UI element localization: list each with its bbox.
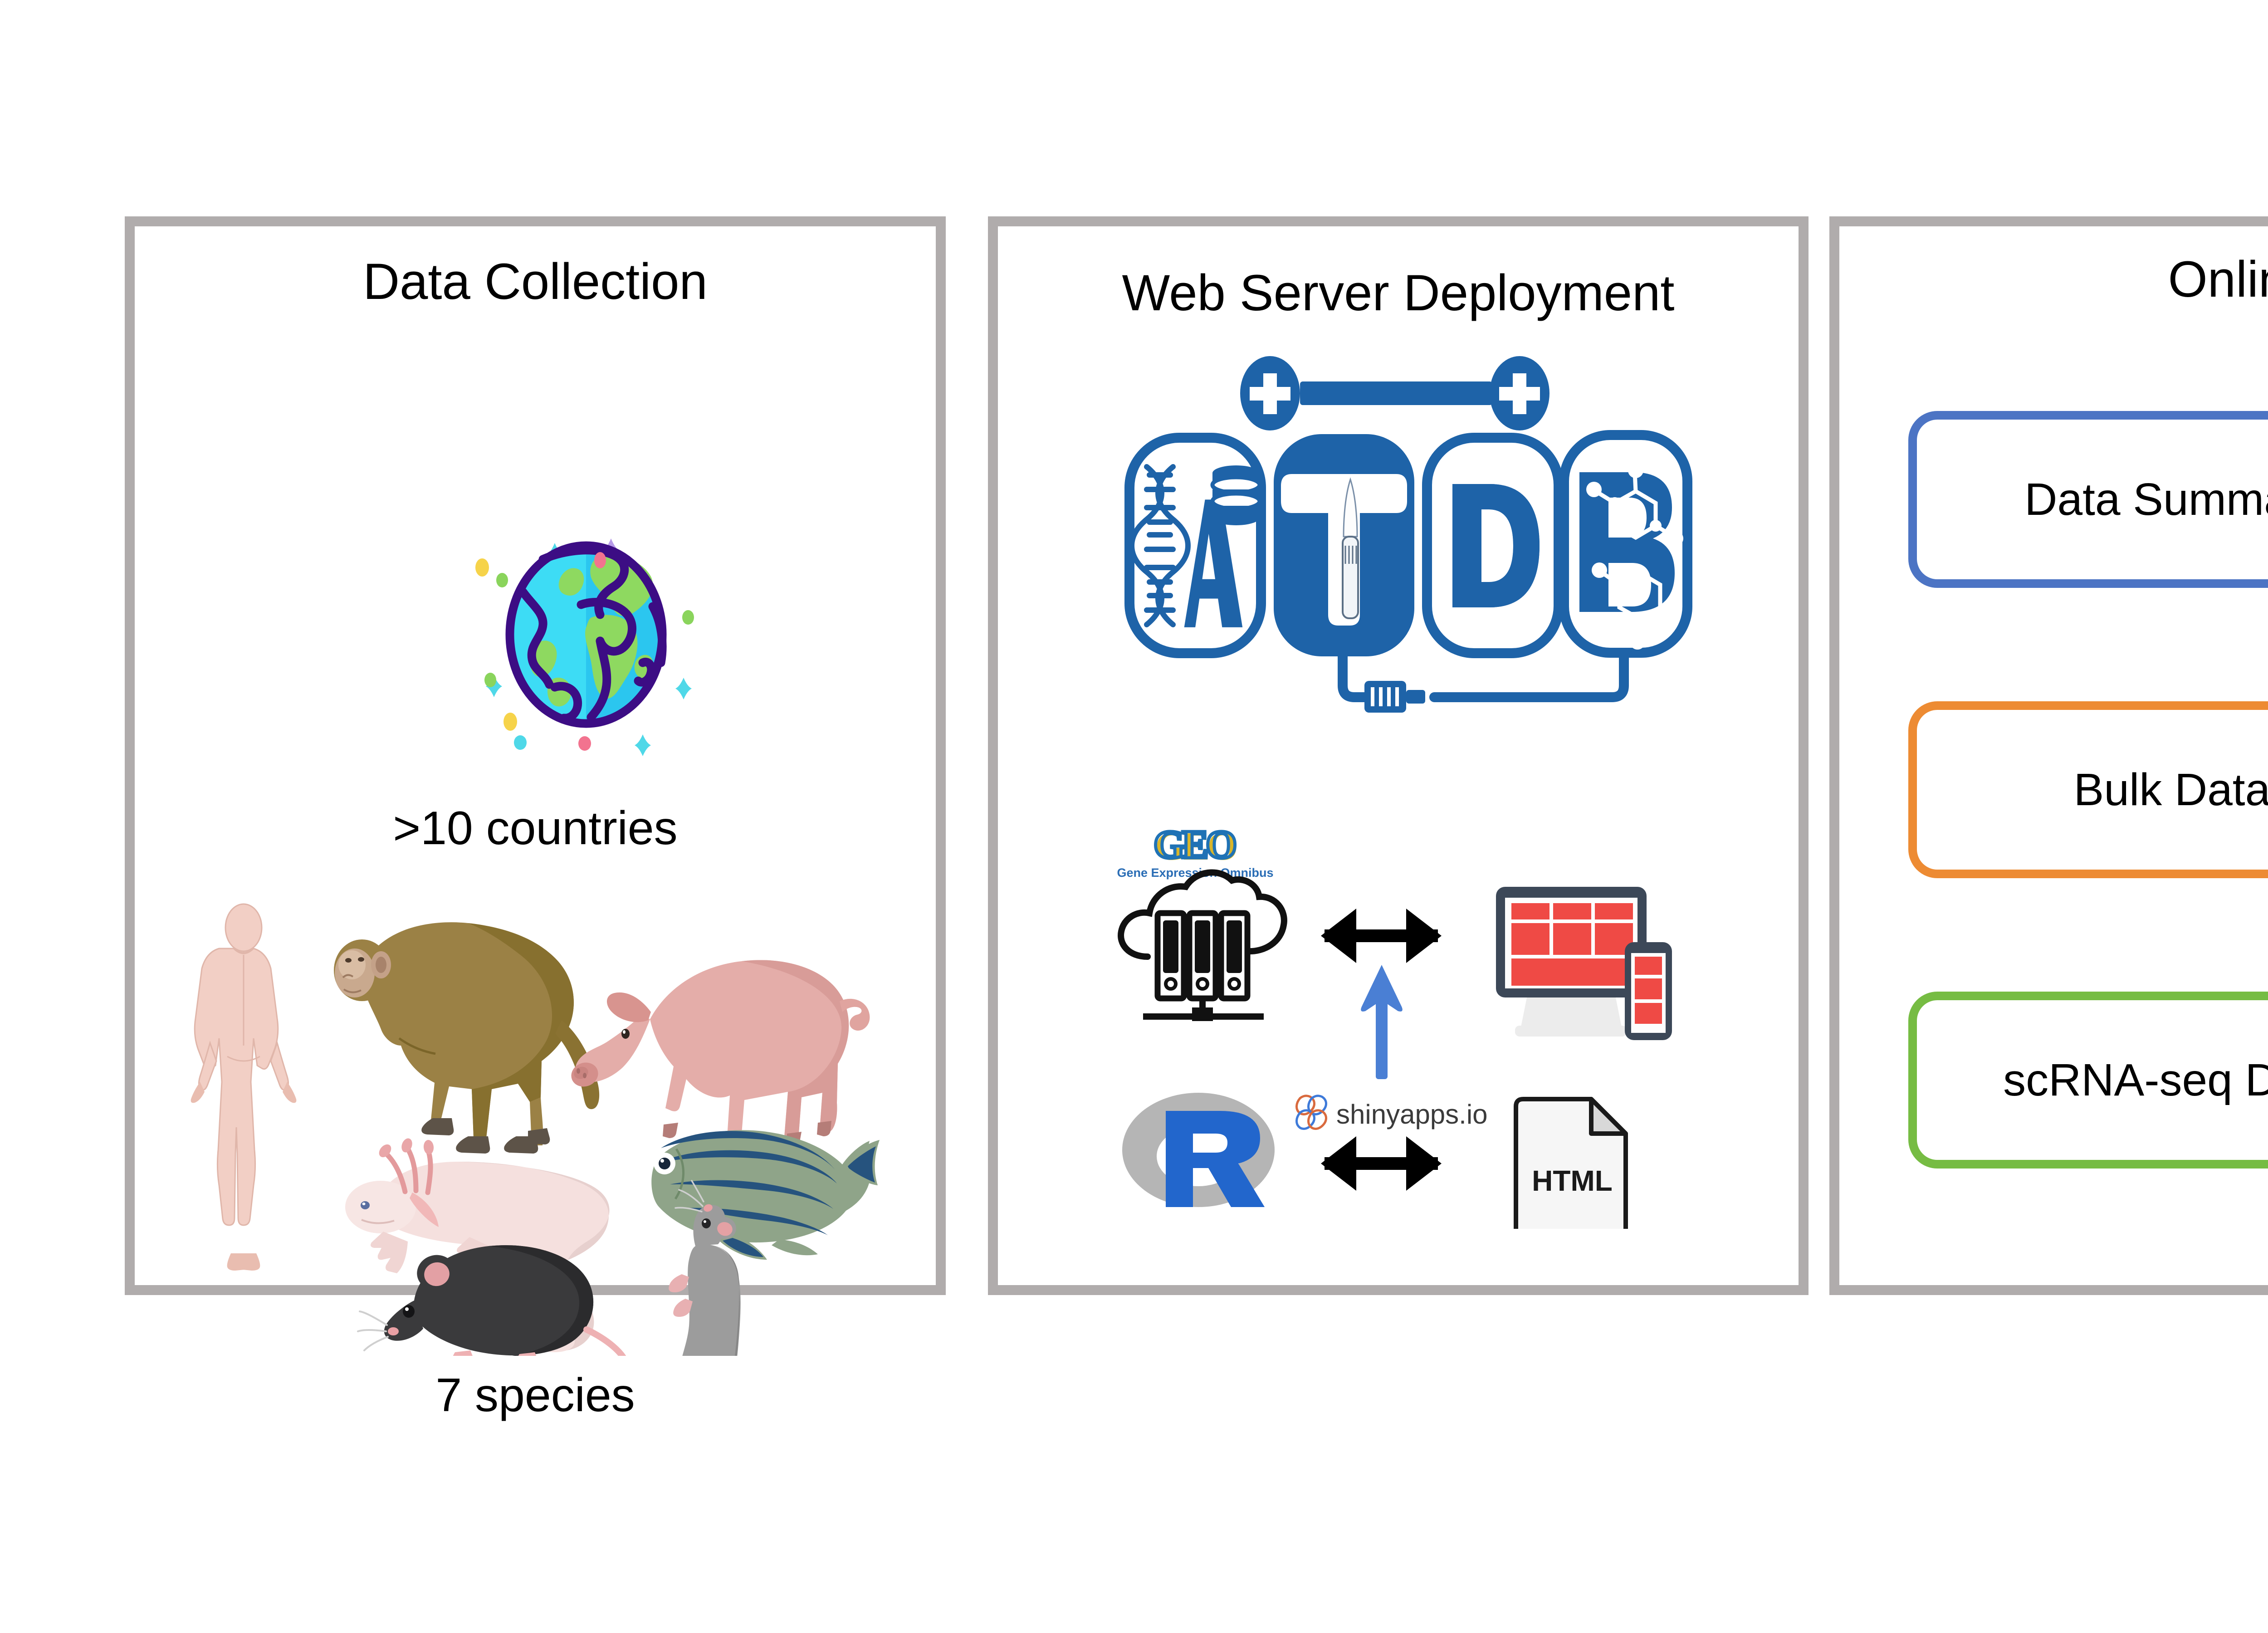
atdb-letter-d-fill	[1452, 484, 1540, 607]
panel-title-data-collection: Data Collection	[363, 253, 708, 310]
plus-badge-right	[1490, 356, 1549, 430]
shiny-upward-arrow	[1361, 965, 1403, 1079]
panel-web-server-deployment: Web Server Deployment .bl{fill:#1e63a8;}…	[988, 216, 1809, 1295]
atdb-letter-b	[1559, 430, 1692, 658]
access-option-scrna-analysis[interactable]: scRNA-seq Data analyse online	[1908, 992, 2268, 1169]
plus-badge-left	[1240, 356, 1300, 430]
html-file-icon: HTML	[1514, 1097, 1628, 1247]
access-option-data-summary[interactable]: Data Summary and download	[1908, 411, 2268, 588]
shinyapps-logo: shinyapps.io	[1295, 1095, 1488, 1130]
deployment-workflow-diagram: GEO GEO Gene Expression Omnibus	[1116, 821, 1706, 1247]
access-option-label: Bulk Data analyse online	[2073, 764, 2268, 815]
access-option-label: Data Summary and download	[2024, 474, 2268, 525]
responsive-devices-icon	[1496, 887, 1672, 1040]
macaque-monkey-icon	[334, 922, 600, 1154]
html-file-label: HTML	[1532, 1164, 1613, 1197]
geo-to-devices-arrow	[1321, 909, 1442, 963]
species-illustration-group	[180, 875, 915, 1467]
caption-countries: >10 countries	[393, 802, 678, 855]
access-option-label: scRNA-seq Data analyse online	[2003, 1054, 2268, 1105]
panel-data-collection: Data Collection	[125, 216, 946, 1467]
usb-plug-icon	[1364, 681, 1425, 713]
zebrafish-icon	[651, 1130, 880, 1260]
svg-text:GEO: GEO	[1154, 823, 1235, 867]
usb-cable-connector	[1338, 648, 1629, 702]
panel-title-web-server: Web Server Deployment	[1122, 264, 1675, 321]
shinyapps-label: shinyapps.io	[1336, 1099, 1488, 1129]
caption-species: 7 species	[435, 1369, 635, 1422]
atdb-letter-t	[1274, 434, 1414, 656]
panel-online-access: Online Acess Data Summary and download B…	[1829, 216, 2268, 1295]
connector-bar	[1300, 381, 1492, 405]
panel-title-online-access: Online Acess	[2168, 251, 2268, 308]
r-to-html-arrow	[1321, 1136, 1442, 1191]
r-language-logo	[1122, 1093, 1275, 1207]
cloud-server-archive-icon	[1118, 869, 1287, 1021]
svg-text:GEO: GEO	[1155, 825, 1237, 869]
pig-icon	[571, 960, 870, 1147]
earth-globe-icon	[461, 517, 743, 789]
atdb-logo: .bl{fill:#1e63a8;} .blst{fill:none;strok…	[1116, 353, 1701, 716]
human-silhouette-icon	[191, 903, 297, 1271]
access-option-bulk-analysis[interactable]: Bulk Data analyse online	[1908, 701, 2268, 878]
geo-logo: GEO GEO	[1152, 821, 1240, 869]
atdb-letter-a	[1124, 433, 1266, 658]
